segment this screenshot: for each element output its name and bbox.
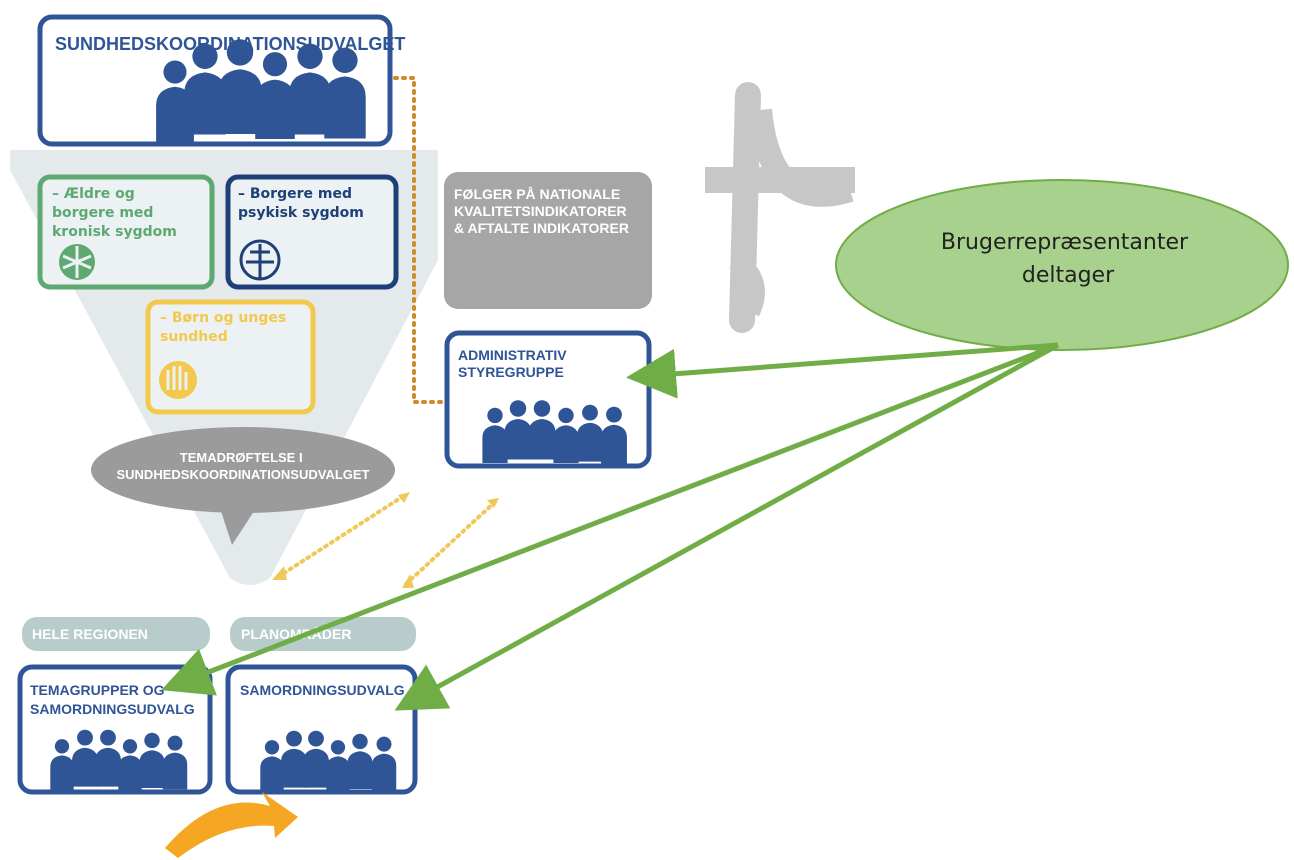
focus-area-elderly[interactable]: – Ældre og borgere med kronisk sygdom	[37, 174, 215, 290]
svg-text:– Børn og unges sundhed: – Børn og unges sundhed	[160, 310, 291, 345]
admin-box-text: STYREGRUPPE	[458, 364, 564, 380]
indicators-text: FØLGER PÅ NATIONALE	[454, 186, 620, 202]
focus-area-text: – Ældre og	[52, 186, 135, 202]
focus-area-children[interactable]: – Børn og unges sundhed	[145, 299, 316, 415]
ellipse-text: Brugerrepræsentanter	[941, 230, 1189, 255]
focus-area-text: kronisk sygdom	[52, 224, 177, 240]
svg-text:– Ældre og borgere med: – Ældre og borgere med kronisk sygdom	[52, 186, 177, 240]
label-text: HELE REGIONEN	[32, 626, 148, 642]
green-arrows	[161, 342, 1060, 711]
svg-text:Brugerrepræsentanter del: Brugerrepræsentanter deltager	[941, 230, 1195, 288]
theme-bubble-text: TEMADRØFTELSE I	[180, 450, 303, 465]
top-committee-box[interactable]: SUNDHEDSKOORDINATIONSUDVALGET	[37, 14, 405, 147]
figure-circle-icon	[239, 239, 281, 281]
background-stroke	[705, 82, 855, 333]
svg-text:FØLGER PÅ NATIONALE KVAL: FØLGER PÅ NATIONALE KVALITETSINDIKATORER…	[454, 186, 631, 236]
focus-area-text: – Borgere med	[238, 186, 352, 202]
svg-text:TEMADRØFTELSE I SUNDHEDS: TEMADRØFTELSE I SUNDHEDSKOORDINATIONSUDV…	[116, 450, 369, 482]
label-plan-areas: PLANOMRÅDER	[230, 617, 416, 651]
admin-box-text: ADMINISTRATIV	[458, 347, 567, 363]
svg-text:– Borgere med psykisk sy: – Borgere med psykisk sygdom	[238, 186, 364, 221]
arrow-to-theme-groups	[161, 342, 1059, 696]
indicators-box[interactable]: FØLGER PÅ NATIONALE KVALITETSINDIKATORER…	[444, 172, 652, 309]
focus-area-text: psykisk sygdom	[238, 205, 364, 221]
focus-area-text: sundhed	[160, 329, 228, 345]
focus-area-text: borgere med	[52, 205, 153, 221]
coordination-committee-box[interactable]: SAMORDNINGSUDVALG	[225, 664, 418, 795]
ellipse-text: deltager	[1022, 263, 1115, 288]
arrow-to-admin	[626, 342, 1059, 399]
theme-bubble-text: SUNDHEDSKOORDINATIONSUDVALGET	[116, 467, 369, 482]
dotted-arrowheads	[272, 492, 499, 588]
theme-groups-box[interactable]: TEMAGRUPPER OG SAMORDNINGSUDVALG	[17, 664, 213, 795]
svg-text:TEMAGRUPPER OG SAMORDNIN: TEMAGRUPPER OG SAMORDNINGSUDVALG	[30, 682, 195, 717]
theme-discussion-bubble[interactable]: TEMADRØFTELSE I SUNDHEDSKOORDINATIONSUDV…	[91, 427, 395, 545]
indicators-text: KVALITETSINDIKATORER	[454, 203, 627, 219]
user-representatives-ellipse[interactable]: Brugerrepræsentanter deltager	[835, 179, 1289, 351]
dotted-double-arrows	[276, 493, 497, 586]
svg-text:ADMINISTRATIV STYREGRUPP: ADMINISTRATIV STYREGRUPPE	[458, 347, 571, 380]
hands-circle-icon	[59, 244, 95, 280]
theme-groups-text: TEMAGRUPPER OG	[30, 682, 165, 698]
hand-circle-icon	[159, 361, 197, 399]
label-whole-region: HELE REGIONEN	[22, 617, 210, 651]
admin-steering-box[interactable]: ADMINISTRATIV STYREGRUPPE	[444, 330, 652, 469]
coordination-text: SAMORDNINGSUDVALG	[240, 682, 405, 698]
arrow-to-coordination	[394, 342, 1060, 711]
focus-area-text: – Børn og unges	[160, 310, 286, 326]
indicators-text: & AFTALTE INDIKATORER	[454, 220, 629, 236]
dotted-connector-top	[393, 76, 444, 404]
theme-groups-text: SAMORDNINGSUDVALG	[30, 701, 195, 717]
orange-arrow-icon	[165, 792, 298, 858]
focus-area-psychiatric[interactable]: – Borgere med psykisk sygdom	[225, 174, 399, 290]
